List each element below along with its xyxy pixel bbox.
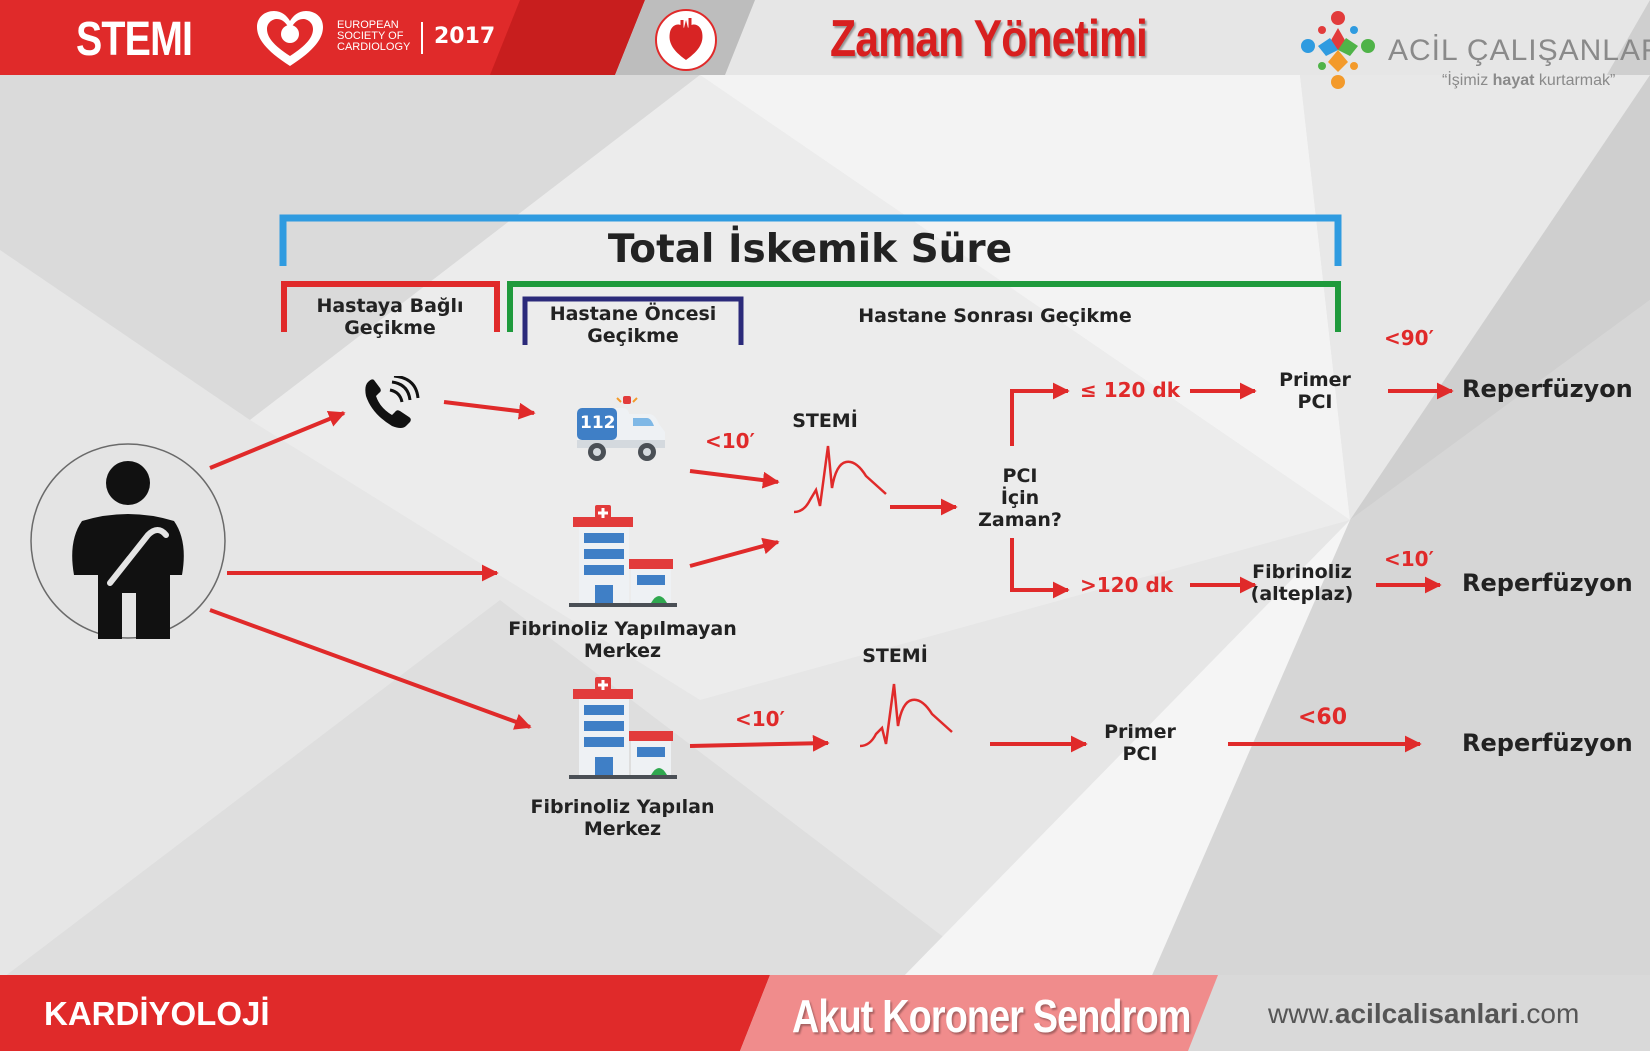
stemi-label: STEMI	[76, 13, 193, 66]
footer-topic: Akut Koroner Sendrom	[792, 990, 1191, 1042]
divider	[421, 22, 423, 54]
reperfusion-2: Reperfüzyon	[1462, 569, 1633, 597]
posthospital-delay-label: Hastane Sonrası Geçikme	[858, 305, 1132, 327]
brand-name: ACİL ÇALIŞANLARI	[1388, 34, 1650, 67]
phone-icon	[365, 376, 420, 428]
ecg-waveform-icon-2	[859, 683, 953, 748]
lt60-label: <60	[1298, 705, 1348, 730]
patient-icon	[30, 443, 226, 639]
ecg-waveform-icon	[793, 445, 887, 514]
esc-heart-icon	[257, 11, 323, 66]
lt10-fibrinolysis: <10′	[1384, 547, 1434, 571]
stemi-ecg-label-1: STEMİ	[792, 410, 858, 432]
ambulance-icon	[577, 396, 665, 461]
esc-text: EUROPEAN SOCIETY OF CARDIOLOGY	[337, 19, 411, 53]
reperfusion-3: Reperfüzyon	[1462, 729, 1633, 757]
footer-url[interactable]: www.acilcalisanlari.com	[1268, 998, 1580, 1029]
lt90-label: <90′	[1384, 326, 1434, 350]
footer-band	[0, 975, 1650, 1051]
ambulance-number: 112	[580, 413, 616, 433]
acil-calisanlari-logo-icon	[1301, 11, 1375, 89]
lt10-center: <10′	[735, 707, 785, 731]
total-ischemic-time-title: Total İskemik Süre	[607, 227, 1013, 272]
lt10-ambulance: <10′	[705, 429, 755, 453]
reperfusion-1: Reperfüzyon	[1462, 375, 1633, 403]
heart-icon	[655, 9, 717, 71]
brand-slogan: “İşimiz hayat kurtarmak”	[1442, 72, 1616, 89]
hospital-no-fibrinolysis-icon	[569, 505, 677, 607]
page-title: Zaman Yönetimi	[830, 10, 1148, 68]
stemi-ecg-label-2: STEMİ	[862, 645, 928, 667]
esc-year: 2017	[434, 24, 496, 49]
le120-label: ≤ 120 dk	[1080, 378, 1181, 402]
footer-category: KARDİYOLOJİ	[44, 995, 270, 1032]
gt120-label: >120 dk	[1080, 573, 1174, 597]
hospital-with-fibrinolysis-icon	[569, 677, 677, 779]
fibrinolysis-label: Fibrinoliz(alteplaz)	[1250, 561, 1354, 605]
